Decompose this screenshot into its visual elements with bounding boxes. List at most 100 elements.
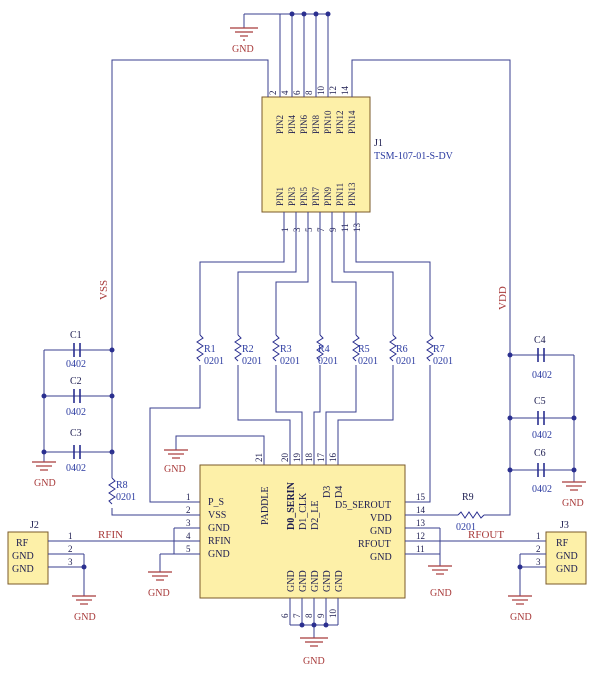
j2-pin2-label: GND [12, 551, 34, 562]
j1-pin6-label: PIN6 [299, 114, 309, 134]
u1-pin16-num: 16 [328, 453, 338, 463]
j3-pin1-label: RF [556, 538, 569, 549]
j1-body [261, 96, 371, 213]
j1-pin9-label: PIN9 [323, 186, 333, 206]
u1-bottom-wires [289, 598, 339, 638]
gnd-symbol-top [230, 27, 258, 41]
u1-d0-serin-label: D0_SERIN [286, 481, 297, 530]
j2-pin1-label: RF [16, 538, 29, 549]
u1-d2-le-label: D2_LE [310, 501, 321, 530]
u1-pin5-num: 5 [186, 544, 191, 554]
j1-top-num-7: 14 [340, 86, 350, 96]
j3-body [545, 531, 587, 585]
u1-gnd1-label: GND [208, 523, 230, 534]
u1-pin6-num: 6 [280, 613, 290, 618]
j2-wires [48, 540, 87, 596]
r1-ref: R1 [204, 344, 216, 355]
u1-pin11-num: 11 [416, 544, 425, 554]
gnd-symbol-j2 [72, 595, 96, 605]
j1-bot-num-5: 9 [328, 227, 338, 232]
r8-ref: R8 [116, 480, 128, 491]
j1-pin1-label: PIN1 [275, 187, 285, 206]
u1-pin13-num: 13 [416, 518, 426, 528]
j1-pin10-label: PIN10 [323, 110, 333, 134]
j1-pin11-label: PIN11 [335, 183, 345, 206]
r3-ref: R3 [280, 344, 292, 355]
u1-pin9-num: 9 [316, 613, 326, 618]
u1-gnd2-label: GND [208, 549, 230, 560]
u1-body [199, 464, 406, 599]
c1-ref: C1 [70, 330, 82, 341]
j1-pin2-label: PIN2 [275, 115, 285, 134]
c2-value: 0402 [66, 407, 86, 418]
j2-pin3-label: GND [12, 564, 34, 575]
gnd-symbol-j3 [508, 595, 532, 605]
u1-pin10-num: 10 [328, 609, 338, 619]
c3-value: 0402 [66, 463, 86, 474]
j3-ref: J3 [560, 520, 569, 531]
vdd-net-wire [351, 59, 511, 505]
j3-wires [517, 553, 546, 596]
j1-ref: J1 [374, 138, 383, 149]
c5-value: 0402 [532, 430, 552, 441]
u1-pin7-num: 7 [292, 613, 302, 618]
j1-bot-num-6: 11 [340, 223, 350, 232]
u1-bgnd3-label: GND [310, 570, 321, 592]
j1-bot-num-4: 7 [316, 227, 326, 232]
gnd-symbol-u1-left [148, 554, 172, 581]
r6-value: 0201 [396, 356, 416, 367]
r8-symbol [108, 477, 116, 505]
gnd-symbol-left-caps [32, 461, 56, 471]
vss-net-label: VSS [98, 280, 110, 300]
j1-pin4-label: PIN4 [287, 114, 297, 134]
j2-pin3-num: 3 [68, 557, 73, 567]
r3-value: 0201 [280, 356, 300, 367]
j2-pin2-num: 2 [68, 544, 73, 554]
r9-symbol [457, 511, 485, 519]
gnd-label-u1-right: GND [430, 588, 452, 599]
c6-value: 0402 [532, 484, 552, 495]
r1-value: 0201 [204, 356, 224, 367]
u1-bgnd4-label: GND [322, 570, 333, 592]
c4-ref: C4 [534, 335, 546, 346]
r9-ref: R9 [462, 492, 474, 503]
rfin-net-label: RFIN [98, 529, 123, 541]
u1-pin4-num: 4 [186, 531, 191, 541]
r2-value: 0201 [242, 356, 262, 367]
u1-gnd3-label: GND [370, 526, 392, 537]
j2-pin1-num: 1 [68, 531, 73, 541]
j1-top-wires [243, 11, 331, 97]
j1-pin7-label: PIN7 [311, 186, 321, 206]
j1-part: TSM-107-01-S-DV [374, 151, 454, 162]
gnd-label-bottom: GND [303, 656, 325, 667]
u1-paddle-label: PADDLE [260, 486, 271, 525]
j1-pin14-label: PIN14 [347, 110, 357, 134]
u1-bgnd5-label: GND [334, 570, 345, 592]
c5-ref: C5 [534, 396, 546, 407]
u1-d3-label: D3 [322, 486, 333, 498]
j1-bot-num-3: 5 [304, 227, 314, 232]
j1-bottom-wires [199, 212, 431, 335]
u1-pin1-num: 1 [186, 492, 191, 502]
j3-pin2-num: 2 [536, 544, 541, 554]
gnd-symbol-paddle [164, 449, 188, 459]
gnd-symbol-bottom [300, 637, 328, 647]
gnd-symbol-right-caps [562, 481, 586, 491]
r8-wire-bottom [111, 508, 150, 516]
j1-bot-num-2: 3 [292, 227, 302, 232]
right-caps [507, 348, 577, 482]
u1-pin21-num: 21 [254, 453, 264, 462]
j1-top-num-3: 6 [292, 90, 302, 95]
j1-bot-num-7: 13 [352, 223, 362, 233]
j3-pin3-num: 3 [536, 557, 541, 567]
r5-value: 0201 [358, 356, 378, 367]
j1-pin13-label: PIN13 [347, 182, 357, 206]
u1-rfout-label: RFOUT [358, 539, 391, 550]
j1-top-num-6: 12 [328, 86, 338, 95]
j1-bot-num-1: 1 [280, 228, 290, 233]
u1-pin17-num: 17 [316, 453, 326, 463]
u1-bgnd1-label: GND [286, 570, 297, 592]
j3-pin1-num: 1 [536, 531, 541, 541]
j1-pin8-label: PIN8 [311, 114, 321, 134]
